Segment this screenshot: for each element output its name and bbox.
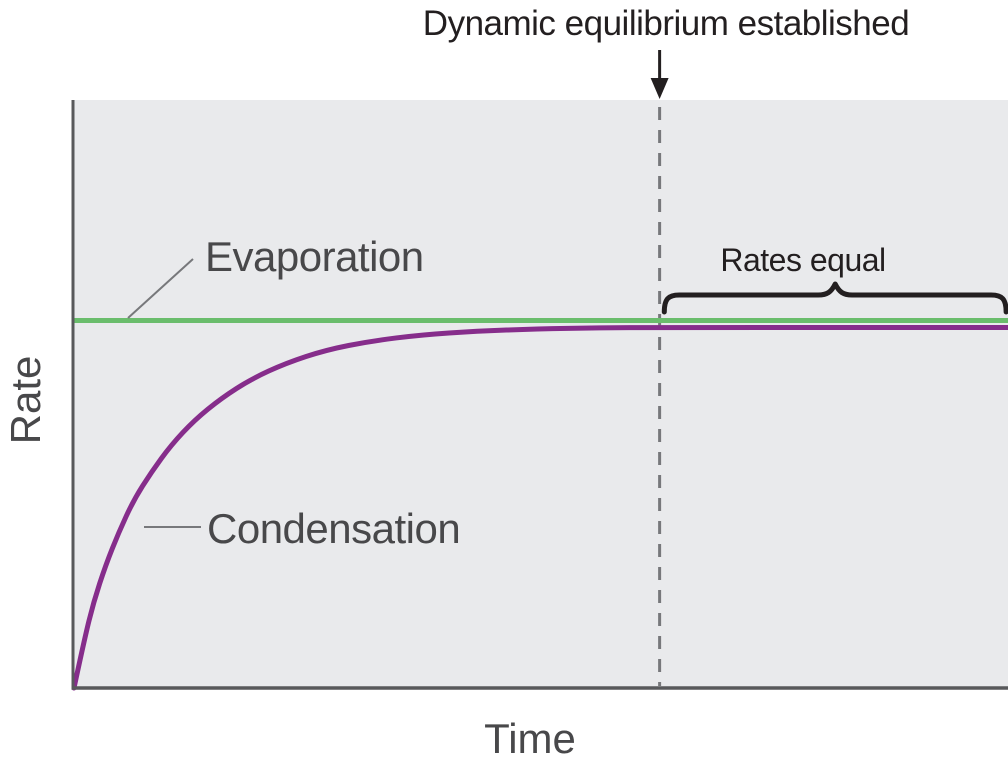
condensation-series-label: Condensation bbox=[207, 505, 461, 552]
y-axis-label: Rate bbox=[2, 355, 49, 445]
condensation-curve bbox=[71, 324, 1008, 691]
rates-equal-annotation: Rates equal bbox=[720, 242, 886, 278]
evaporation-leader-line bbox=[127, 258, 194, 319]
rates-equal-brace bbox=[661, 281, 1008, 315]
evaporation-series-label: Evaporation bbox=[205, 233, 424, 280]
plot-area bbox=[74, 100, 1008, 688]
chart-title: Dynamic equilibrium established bbox=[422, 4, 910, 43]
x-axis-label: Time bbox=[484, 715, 576, 762]
down-arrow-icon bbox=[650, 50, 669, 99]
